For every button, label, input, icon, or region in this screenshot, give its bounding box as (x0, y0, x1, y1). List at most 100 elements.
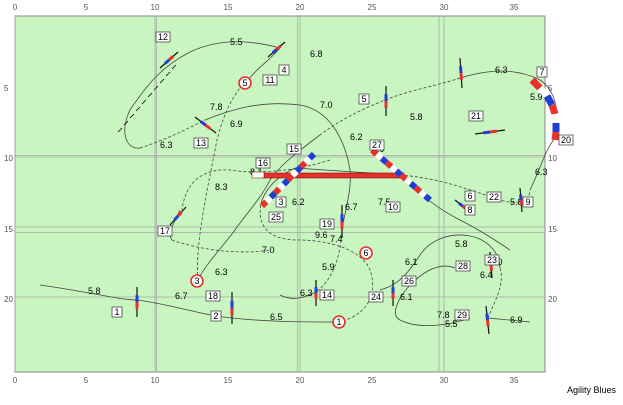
obstacle-number: 20 (561, 135, 571, 145)
tunnel-segment (411, 183, 416, 187)
obstacle-label-10: 10 (386, 202, 400, 212)
distance-label: 6.3 (495, 65, 508, 75)
distance-label: 7.0 (320, 100, 333, 110)
dogwalk-plank (262, 173, 404, 178)
axis-tick-left: 5 (4, 84, 9, 93)
obstacle-label-28: 28 (456, 261, 470, 271)
axis-tick-bottom: 15 (224, 376, 233, 385)
tunnel-segment (555, 114, 556, 123)
distance-label: 5.8 (455, 239, 468, 249)
distance-label: 8.3 (215, 182, 228, 192)
distance-label: 7.0 (262, 245, 275, 255)
circle-marker-number: 1 (336, 317, 341, 327)
obstacle-number: 6 (467, 191, 472, 201)
obstacle-label-15: 15 (287, 144, 301, 154)
tunnel-segment (420, 192, 425, 196)
axis-tick-top: 15 (224, 3, 233, 12)
circle-marker-5: 5 (239, 77, 251, 89)
course-caption: Agility Blues (567, 385, 617, 395)
tunnel-segment (297, 167, 301, 171)
axis-tick-top: 0 (13, 3, 18, 12)
tunnel-segment (284, 180, 288, 184)
axis-tick-right: 20 (548, 295, 557, 304)
obstacle-number: 4 (281, 65, 286, 75)
dogwalk-contact (252, 172, 264, 178)
distance-label: 6.1 (405, 257, 418, 267)
circle-marker-3: 3 (191, 275, 203, 287)
tunnel-segment (377, 154, 382, 158)
tunnel-segment (262, 202, 266, 206)
obstacle-label-26: 26 (402, 276, 416, 286)
tunnel-segment (292, 171, 296, 175)
distance-label: 7.8 (437, 310, 450, 320)
axis-tick-left: 15 (4, 225, 13, 234)
obstacle-label-11: 11 (263, 75, 277, 85)
obstacle-number: 14 (322, 290, 332, 300)
distance-label: 6.2 (350, 132, 363, 142)
obstacle-label-18: 18 (206, 291, 220, 301)
circle-marker-6: 6 (360, 247, 372, 259)
obstacle-number: 29 (457, 310, 467, 320)
obstacle-number: 28 (458, 261, 468, 271)
jump-stripe-blue (483, 132, 490, 133)
obstacle-label-14: 14 (320, 290, 334, 300)
axis-tick-top: 10 (151, 3, 160, 12)
jump-stripe-red (490, 131, 497, 132)
distance-label: 5.9 (322, 262, 335, 272)
axis-tick-bottom: 5 (84, 376, 89, 385)
obstacle-label-5: 5 (359, 94, 369, 104)
tunnel-segment (406, 179, 411, 183)
circle-marker-number: 5 (242, 78, 247, 88)
axis-tick-bottom: 0 (13, 376, 18, 385)
obstacle-number: 16 (258, 158, 268, 168)
distance-label: 6.3 (215, 267, 228, 277)
obstacle-number: 9 (525, 197, 530, 207)
obstacle-label-1: 1 (112, 307, 122, 317)
obstacle-number: 11 (265, 75, 274, 85)
distance-label: 6.7 (175, 291, 188, 301)
obstacle-label-9: 9 (523, 197, 533, 207)
obstacle-label-2: 2 (211, 311, 221, 321)
obstacle-label-3: 3 (276, 197, 286, 207)
tunnel-segment (279, 184, 283, 188)
obstacle-label-21: 21 (469, 111, 483, 121)
jump-stripe-blue (487, 314, 488, 320)
distance-label: 6.2 (292, 197, 305, 207)
obstacle-number: 24 (371, 292, 381, 302)
axis-tick-top: 30 (440, 3, 449, 12)
tunnel-segment (305, 158, 309, 162)
obstacle-label-27: 27 (370, 140, 384, 150)
tunnel-segment (401, 175, 406, 179)
axis-tick-left: 10 (4, 154, 13, 163)
distance-label: 5.5 (230, 37, 243, 47)
tunnel-segment (396, 171, 401, 175)
obstacle-label-12: 12 (156, 32, 170, 42)
circle-marker-number: 6 (363, 248, 368, 258)
obstacle-label-8: 8 (465, 205, 475, 215)
axis-tick-top: 35 (510, 3, 519, 12)
distance-label: 6.3 (160, 140, 173, 150)
tunnel-segment (416, 188, 421, 192)
obstacle-label-29: 29 (455, 310, 469, 320)
obstacle-number: 3 (278, 197, 283, 207)
tunnel-segment (552, 105, 555, 114)
tunnel-segment (425, 196, 430, 200)
distance-label: 6.4 (480, 270, 493, 280)
tunnel-segment (310, 154, 314, 158)
distance-label: 6.9 (230, 119, 243, 129)
axis-tick-bottom: 20 (296, 376, 305, 385)
obstacle-number: 27 (372, 140, 382, 150)
distance-label: 5.8 (88, 286, 101, 296)
obstacle-number: 26 (404, 276, 414, 286)
distance-label: 6.3 (535, 167, 548, 177)
obstacle-label-17: 17 (158, 226, 172, 236)
tunnel-segment (288, 176, 292, 180)
tunnel-segment (382, 158, 387, 162)
obstacle-number: 15 (289, 144, 299, 154)
distance-label: 6.1 (400, 292, 413, 302)
obstacle-number: 23 (487, 255, 497, 265)
obstacle-number: 8 (467, 205, 472, 215)
jump-stripe-red (488, 320, 489, 326)
axis-tick-top: 5 (84, 3, 89, 12)
